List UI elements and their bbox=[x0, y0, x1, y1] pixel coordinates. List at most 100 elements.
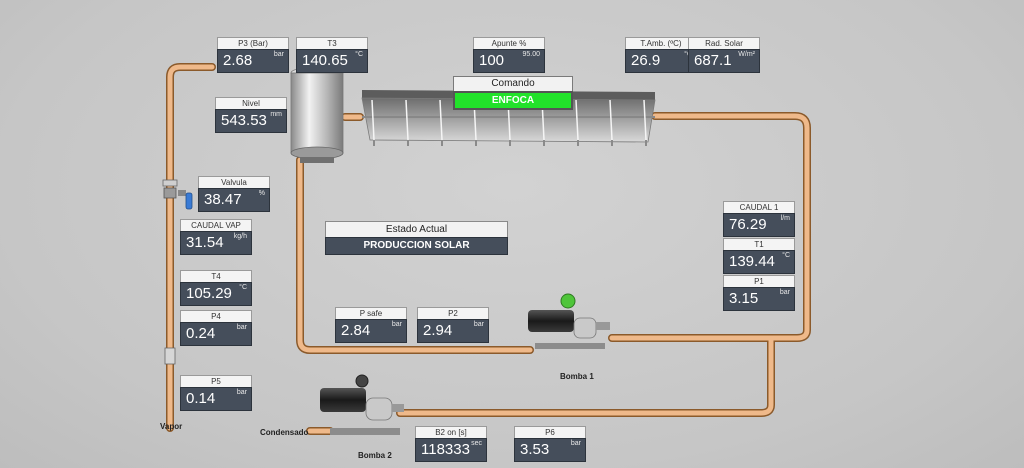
panel-unit: °C bbox=[239, 284, 247, 291]
panel-label: T4 bbox=[180, 270, 252, 282]
panel-label: P4 bbox=[180, 310, 252, 322]
panel-unit: °C bbox=[355, 51, 363, 58]
rad-panel: Rad. Solar 687.1 W/m² bbox=[688, 37, 760, 73]
p5-panel: P5 0.14 bar bbox=[180, 375, 252, 411]
panel-value: 140.65 bbox=[302, 52, 348, 69]
pump-1-icon bbox=[528, 310, 610, 349]
panel-value-box: 76.29 l/m bbox=[723, 213, 795, 237]
panel-value: 0.14 bbox=[186, 390, 216, 407]
t4-panel: T4 105.29 °C bbox=[180, 270, 252, 306]
comando-panel[interactable]: Comando ENFOCA bbox=[453, 76, 573, 110]
panel-label: B2 on [s] bbox=[415, 426, 487, 438]
estado-label: Estado Actual bbox=[325, 221, 508, 237]
panel-value-box: 100 95.00 bbox=[473, 49, 545, 73]
panel-value: 0.24 bbox=[186, 325, 216, 342]
valve-icon bbox=[162, 179, 193, 210]
panel-unit: °C bbox=[782, 252, 790, 259]
panel-value-box: 2.68 bar bbox=[217, 49, 289, 73]
panel-label: P6 bbox=[514, 426, 586, 438]
panel-unit: bar bbox=[779, 289, 790, 296]
caudal1-panel: CAUDAL 1 76.29 l/m bbox=[723, 201, 795, 237]
panel-unit: 95.00 bbox=[522, 51, 540, 58]
panel-unit: bar bbox=[473, 321, 484, 328]
panel-label: T.Amb. (ºC) bbox=[625, 37, 697, 49]
panel-label: P safe bbox=[335, 307, 407, 319]
panel-value: 139.44 bbox=[729, 253, 775, 270]
panel-label: P2 bbox=[417, 307, 489, 319]
pump-1-status-indicator bbox=[560, 293, 576, 309]
panel-label: Apunte % bbox=[473, 37, 545, 49]
panel-label: Rad. Solar bbox=[688, 37, 760, 49]
panel-label: T1 bbox=[723, 238, 795, 250]
panel-value: 26.9 bbox=[631, 52, 661, 69]
panel-unit: mm bbox=[270, 111, 282, 118]
panel-value-box: 687.1 W/m² bbox=[688, 49, 760, 73]
panel-value: 31.54 bbox=[186, 234, 224, 251]
panel-value-box: 2.94 bar bbox=[417, 319, 489, 343]
p1-panel: P1 3.15 bar bbox=[723, 275, 795, 311]
panel-value: 118333 bbox=[421, 441, 470, 458]
t3-panel: T3 140.65 °C bbox=[296, 37, 368, 73]
panel-value-box: 139.44 °C bbox=[723, 250, 795, 274]
panel-value: 38.47 bbox=[204, 191, 242, 208]
panel-value: 76.29 bbox=[729, 216, 767, 233]
tamb-panel: T.Amb. (ºC)26.9°C bbox=[625, 37, 697, 73]
panel-label: P1 bbox=[723, 275, 795, 287]
panel-unit: sec bbox=[471, 440, 482, 447]
collector-rib bbox=[609, 99, 613, 141]
panel-label: T3 bbox=[296, 37, 368, 49]
panel-unit: bar bbox=[236, 324, 247, 331]
pipe-network bbox=[166, 63, 811, 435]
panel-value-box: 0.24 bar bbox=[180, 322, 252, 346]
bomba1-label: Bomba 1 bbox=[560, 372, 594, 381]
panel-label: CAUDAL 1 bbox=[723, 201, 795, 213]
panel-value: 105.29 bbox=[186, 285, 232, 302]
p4-panel: P4 0.24 bar bbox=[180, 310, 252, 346]
panel-unit: bar bbox=[570, 440, 581, 447]
comando-button[interactable]: ENFOCA bbox=[453, 91, 573, 110]
estado-panel: Estado Actual PRODUCCION SOLAR bbox=[325, 221, 508, 255]
condensado-label: Condensado bbox=[260, 428, 309, 437]
panel-value-box: 0.14 bar bbox=[180, 387, 252, 411]
pump-2-status-indicator bbox=[355, 374, 369, 388]
panel-unit: W/m² bbox=[738, 51, 755, 58]
panel-value-box: 38.47% bbox=[198, 188, 270, 212]
panel-unit: bar bbox=[236, 389, 247, 396]
estado-value: PRODUCCION SOLAR bbox=[325, 237, 508, 255]
panel-label: P5 bbox=[180, 375, 252, 387]
collector-rib bbox=[575, 99, 579, 141]
panel-label: CAUDAL VAP bbox=[180, 219, 252, 231]
panel-value: 2.68 bbox=[223, 52, 253, 69]
panel-unit: kg/h bbox=[233, 233, 247, 240]
panel-value-box: 140.65 °C bbox=[296, 49, 368, 73]
comando-label: Comando bbox=[453, 76, 573, 91]
panel-value: 543.53 bbox=[221, 112, 267, 129]
panel-value-box: 2.84 bar bbox=[335, 319, 407, 343]
panel-label: Valvula bbox=[198, 176, 270, 188]
panel-value: 687.1 bbox=[694, 52, 732, 69]
flowmeter-icon bbox=[164, 347, 176, 365]
apunte-panel: Apunte % 100 95.00 bbox=[473, 37, 545, 73]
panel-value: 2.94 bbox=[423, 322, 453, 339]
panel-value: 3.15 bbox=[729, 290, 759, 307]
panel-value-box: 3.15 bar bbox=[723, 287, 795, 311]
panel-unit: bar bbox=[391, 321, 402, 328]
panel-value: 100 bbox=[479, 52, 505, 69]
panel-value-box: 105.29 °C bbox=[180, 282, 252, 306]
panel-value-box: 31.54 kg/h bbox=[180, 231, 252, 255]
panel-value: 2.84 bbox=[341, 322, 371, 339]
panel-value-box: 26.9°C bbox=[625, 49, 697, 73]
collector-rib bbox=[439, 99, 443, 141]
panel-unit: l/m bbox=[780, 215, 790, 222]
collector-rib bbox=[643, 99, 647, 141]
panel-unit: bar bbox=[273, 51, 284, 58]
